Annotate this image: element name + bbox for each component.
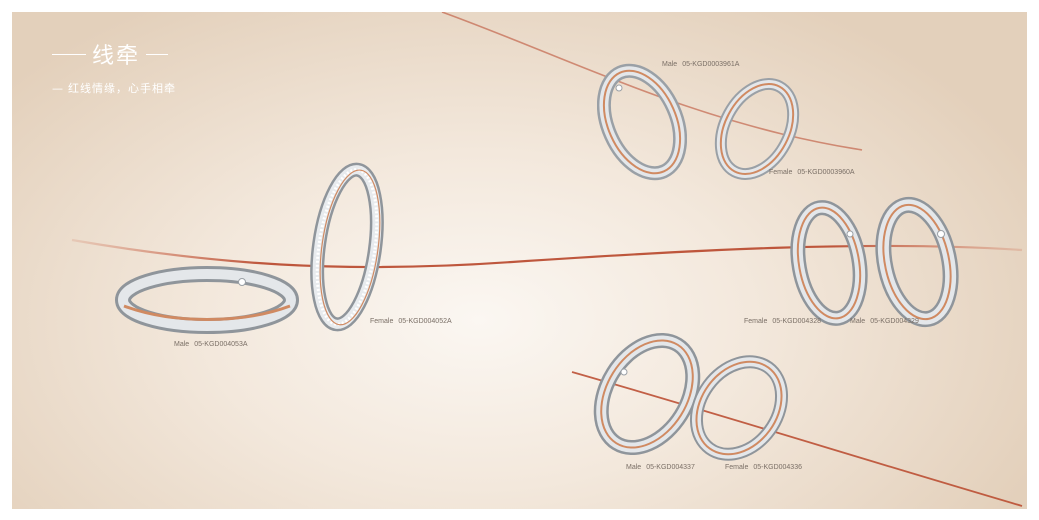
product-gender: Female — [725, 464, 749, 471]
brand-divider-right — [146, 53, 169, 55]
product-label: Female 05-KGD0003960A — [769, 169, 855, 176]
ring-image — [689, 355, 789, 461]
product-gender: Female — [370, 318, 394, 325]
brand-subtitle-text: 红线情缘，心手相牵 — [68, 82, 176, 95]
ring-image — [597, 63, 687, 181]
product-code: 05-KGD004329 — [870, 318, 919, 325]
brand-divider-left — [52, 53, 86, 55]
product-code: 05-KGD004053A — [194, 341, 248, 348]
product-label: Male 05-KGD004053A — [174, 341, 248, 348]
product-gender: Male — [662, 61, 678, 68]
ring-image — [115, 266, 299, 334]
product-label: Male 05-KGD004337 — [626, 464, 695, 471]
product-label: Female 05-KGD004328 — [744, 318, 821, 325]
brand-title-text: 线牵 — [92, 44, 141, 69]
brand-title: 线牵 — [52, 38, 176, 70]
ring-image — [310, 162, 384, 332]
product-code: 05-KGD004052A — [398, 318, 452, 325]
product-code: 05-KGD004336 — [753, 464, 802, 471]
product-label: Female 05-KGD004336 — [725, 464, 802, 471]
product-label: Female 05-KGD004052A — [370, 318, 452, 325]
product-gender: Male — [850, 318, 866, 325]
ring-image — [875, 196, 959, 328]
product-code: 05-KGD0003960A — [797, 169, 855, 176]
product-gender: Female — [744, 318, 768, 325]
ring-image — [593, 332, 701, 456]
product-gender: Female — [769, 169, 793, 176]
brand-subtitle-dash: — — [52, 81, 64, 95]
ring-image — [790, 200, 868, 326]
catalog-page: 线牵 — 红线情缘，心手相牵 — [12, 12, 1027, 509]
product-label: Male 05-KGD004329 — [850, 318, 919, 325]
product-label: Male 05-KGD0003961A — [662, 61, 739, 68]
ring-image — [714, 78, 800, 180]
brand-subtitle: — 红线情缘，心手相牵 — [52, 80, 176, 96]
product-gender: Male — [174, 341, 190, 348]
product-code: 05-KGD004328 — [772, 318, 821, 325]
product-code: 05-KGD004337 — [646, 464, 695, 471]
red-thread — [71, 12, 1023, 507]
product-code: 05-KGD0003961A — [682, 61, 740, 68]
product-gender: Male — [626, 464, 642, 471]
brand-block: 线牵 — 红线情缘，心手相牵 — [52, 38, 176, 96]
